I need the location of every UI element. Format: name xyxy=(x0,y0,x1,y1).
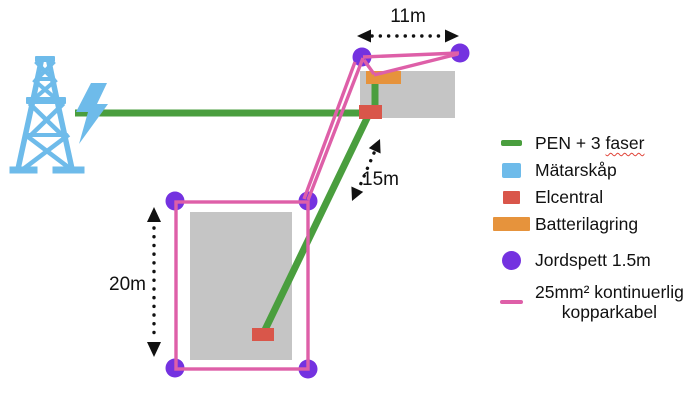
legend-label-elcentral: Elcentral xyxy=(535,186,604,207)
elcentral-swatch xyxy=(490,190,532,204)
legend-label-pen: PEN + 3 faser xyxy=(535,133,644,153)
arrow-20m-bottom-head xyxy=(147,342,161,357)
cable-ring-lower-building xyxy=(174,200,310,371)
legend-label-kopparkabel: 25mm² kontinuerlig kopparkabel xyxy=(535,282,684,322)
batterilagring-swatch xyxy=(490,217,532,231)
kopparkabel-swatch xyxy=(490,300,532,304)
arrow-15m-dots xyxy=(357,151,376,190)
legend-label-kopparkabel-line2: kopparkabel xyxy=(561,302,658,323)
arrow-15m-top-head xyxy=(368,139,381,154)
lower-building xyxy=(190,212,292,360)
cable-down-to-lower-b xyxy=(302,61,357,200)
measurement-label-20m: 20m xyxy=(109,274,146,295)
legend-label-jordspett: Jordspett 1.5m xyxy=(535,249,651,270)
legend-item-jordspett: Jordspett 1.5m xyxy=(490,249,696,271)
legend-label-pen-text: PEN + 3 xyxy=(535,132,601,153)
legend-item-kopparkabel: 25mm² kontinuerlig kopparkabel xyxy=(490,282,696,322)
elcentral-upper xyxy=(359,105,382,119)
legend-item-elcentral: Elcentral xyxy=(490,186,696,208)
cable-rod-to-battery xyxy=(362,59,376,75)
cable-down-to-lower-a xyxy=(306,57,365,201)
jordspett-upper-right xyxy=(450,43,470,63)
cable-battery-to-right-rod xyxy=(373,52,459,77)
measurement-label-11m: 11m xyxy=(390,6,426,27)
transmission-tower-icon xyxy=(9,56,85,174)
lightning-bolt-icon xyxy=(76,83,108,144)
legend-item-batterilagring: Batterilagring xyxy=(490,213,696,235)
legend: PEN + 3 faser Mätarskåp Elcentral Batter… xyxy=(490,132,696,322)
legend-label-kopparkabel-line1: 25mm² kontinuerlig xyxy=(535,282,684,302)
pen-line-between-buildings xyxy=(259,112,373,336)
copper-cable-lines xyxy=(174,51,460,371)
arrow-20m-top-head xyxy=(147,207,161,222)
legend-label-pen-faser: faser xyxy=(605,132,645,153)
pen-line-swatch xyxy=(490,140,532,146)
arrow-11m-right-head xyxy=(445,29,459,43)
legend-label-batterilagring: Batterilagring xyxy=(535,213,639,234)
arrow-15m-bottom-head xyxy=(351,186,364,201)
arrow-11m-left-head xyxy=(357,29,371,43)
matarskap-swatch xyxy=(490,162,532,178)
measurement-arrows xyxy=(147,29,459,357)
elcentral-lower xyxy=(252,328,274,341)
jordspett-swatch xyxy=(490,250,532,270)
legend-item-matarskap: Mätarskåp xyxy=(490,159,696,181)
legend-label-matarskap: Mätarskåp xyxy=(535,159,617,180)
legend-item-pen: PEN + 3 faser xyxy=(490,132,696,154)
cable-rod-to-rod-top xyxy=(362,51,460,59)
measurement-label-15m: 15m xyxy=(362,169,399,190)
